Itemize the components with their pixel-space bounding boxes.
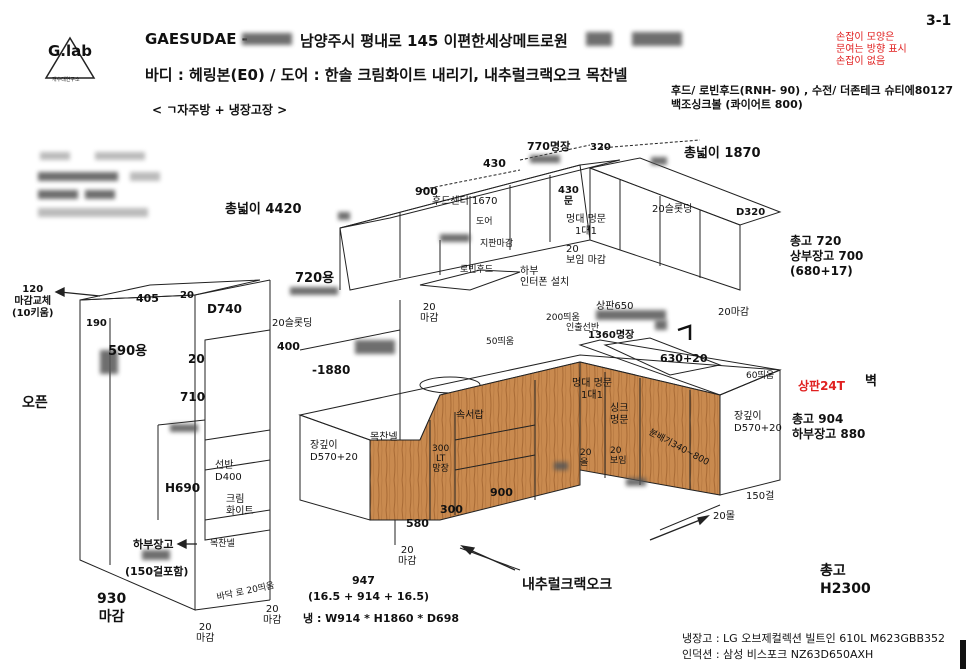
open-label: 오픈 [22, 395, 48, 411]
lift-60: 60띄움 [746, 371, 775, 381]
appliances-note: 냉장고 : LG 오브제컬렉션 빌트인 610L M623GBB352 인덕션 … [682, 632, 945, 661]
dim-20b: 20 [188, 352, 205, 366]
dim-1360: 1360명장 [588, 330, 635, 341]
dim-neg1880: -1880 [312, 363, 351, 377]
page-number: 3-1 [926, 13, 952, 29]
dim-50: 50띄움 [486, 337, 515, 347]
dim-300: 300 [440, 503, 463, 516]
header-title-prefix: GAESUDAE - [145, 30, 248, 48]
lower-tall-incl: (150걸포함) [125, 565, 189, 578]
wall-label: 벽 [865, 374, 877, 389]
redacted-block [632, 32, 682, 46]
strip20b: 20슬롯딩 [652, 204, 693, 215]
dim-947: 947 [352, 574, 375, 587]
dim-710: 710 [180, 390, 206, 404]
hood-sink-note: 후드/ 로빈후드(RNH- 90) , 수전/ 더존테크 슈티에80127 백조… [671, 84, 954, 111]
pull-shelf: 인출선반 [566, 323, 600, 333]
handle-note: 손잡이 모양은 문여는 방향 표시 손잡이 없음 [836, 32, 907, 67]
header-materials: 바디 : 헤링본(E0) / 도어 : 한솔 크림화이트 내리기, 내추럴크랙오… [145, 66, 628, 84]
dim-400: 400 [277, 340, 300, 353]
dim-405: 405 [136, 292, 159, 305]
dim-900b: 900 [490, 486, 513, 499]
hood-center: 후드센터 1670 [432, 196, 498, 207]
dim-770: 770명장 [527, 140, 571, 153]
total-width-side: 총넓이 1870 [684, 146, 761, 161]
dim-947-detail: (16.5 + 914 + 16.5) [308, 590, 430, 603]
dim-720: 720용 [295, 271, 335, 286]
dim-320: 320 [590, 142, 611, 153]
dim-h690: H690 [165, 481, 201, 495]
dim-d740: D740 [207, 302, 243, 316]
total-width-upper: 총넓이 4420 [225, 202, 302, 217]
dim-430: 430 [483, 157, 506, 170]
open-120-block: 120 마감교체 (10키움) [12, 284, 54, 319]
counter-650: 상판650 [596, 301, 634, 312]
robin-hood: 로빈후드 [460, 265, 494, 275]
lower-tall: 하부장고 [133, 538, 174, 551]
dim-900: 900 [415, 185, 438, 198]
logo-text: G.lab [48, 42, 93, 60]
redacted-block [586, 32, 612, 46]
dim-190: 190 [86, 318, 107, 329]
redacted-block [242, 33, 292, 45]
door-small: 도어 [476, 217, 493, 227]
sep-finish: 지판마감 [480, 239, 514, 249]
shelf-drawer: 속서랍 [456, 410, 484, 421]
fridge-size: 냉 : W914 * H1860 * D698 [303, 612, 460, 625]
tall-width-block: 930 마감 [97, 591, 127, 625]
corner-channel: 목찬넬 [370, 432, 398, 443]
channel-label: 목찬넬 [210, 539, 235, 549]
dim-590: 590용 [108, 344, 148, 359]
scrollbar-edge [960, 640, 966, 669]
header-address: 남양주시 평내로 145 이편한세상메트로원 [300, 32, 568, 50]
counter-thickness: 상판24T [798, 379, 845, 393]
header-layout-type: < ㄱ자주방 + 냉장고장 > [152, 103, 288, 117]
dim-d320b: D320 [736, 207, 766, 218]
glab-logo: G.lab 개수대연구소 [42, 34, 98, 90]
dim-20fin2: 20몰 [713, 511, 735, 522]
dim-strip20: 20슬롯딩 [272, 318, 313, 329]
dim-580: 580 [406, 517, 429, 530]
dim-200: 200띄움 [546, 313, 580, 323]
sink-630: 630+20 [660, 352, 708, 365]
logo-sub: 개수대연구소 [52, 77, 80, 83]
finish-20b: 20마감 [718, 307, 750, 318]
upper-height-block: 총고 720 상부장고 700 (680+17) [790, 234, 864, 278]
dim-20a: 20 [180, 290, 194, 301]
dim-150: 150걸 [746, 491, 775, 502]
natural-oak-label: 내추럴크랙오크 [522, 577, 613, 593]
base-height-block: 총고 904 하부장고 880 [792, 412, 866, 441]
total-height-block: 총고 H2300 [820, 563, 871, 597]
